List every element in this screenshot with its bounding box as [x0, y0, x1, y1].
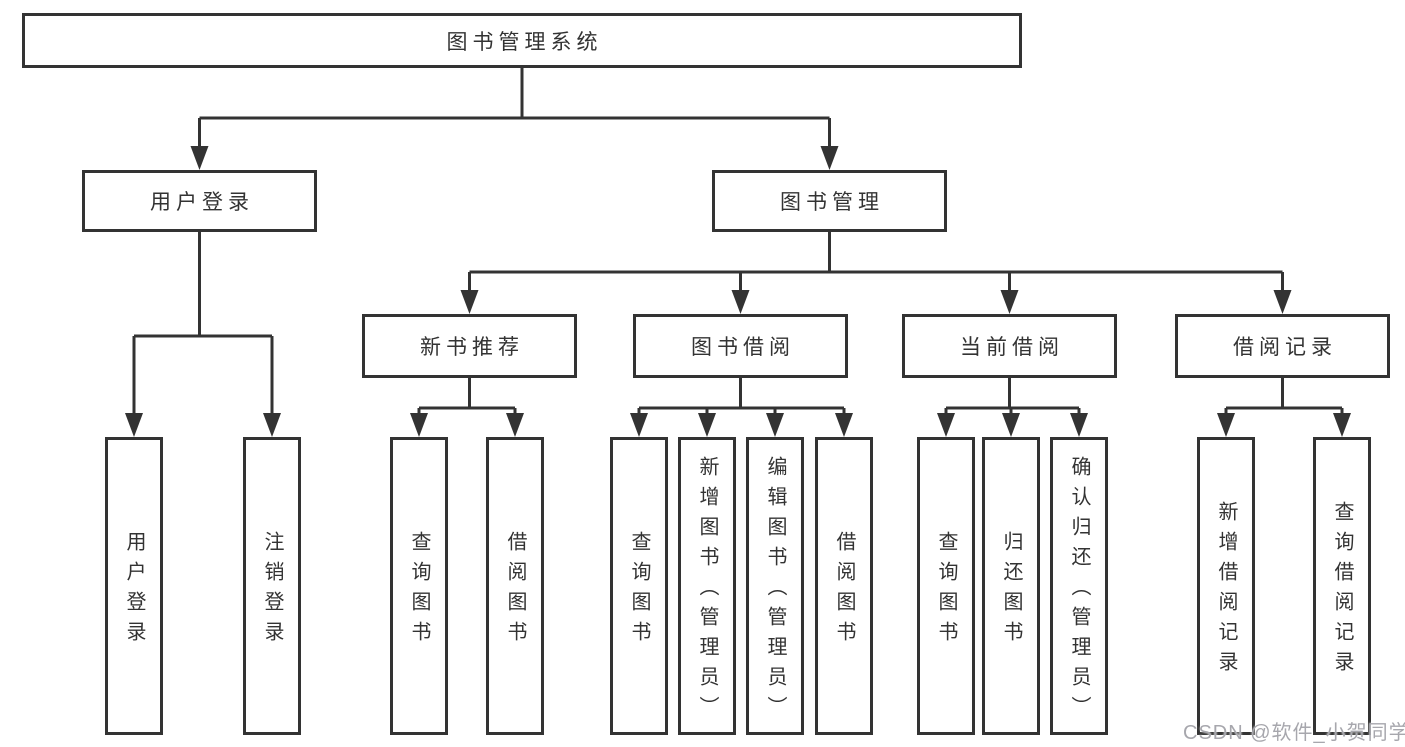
- node-label: 借阅记录: [1233, 336, 1337, 359]
- leaf-query-books-current: 查询图书: [917, 437, 975, 735]
- node-label: 图书管理: [780, 191, 884, 214]
- leaf-query-books-rec: 查询图书: [390, 437, 448, 735]
- node-label: 图书管理系统: [446, 30, 603, 54]
- leaf-logout: 注销登录: [243, 437, 301, 735]
- node-label: 查询图书: [408, 531, 430, 651]
- node-label: 用户登录: [123, 531, 145, 651]
- node-label: 新增借阅记录: [1215, 501, 1237, 681]
- leaf-borrow-books: 借阅图书: [815, 437, 873, 735]
- node-label: 编辑图书（管理员）: [764, 456, 786, 726]
- node-label: 查询借阅记录: [1331, 501, 1353, 681]
- node-label: 新增图书（管理员）: [696, 456, 718, 726]
- leaf-query-books-borrow: 查询图书: [610, 437, 668, 735]
- leaf-add-book-admin: 新增图书（管理员）: [678, 437, 736, 735]
- node-label: 当前借阅: [960, 336, 1064, 359]
- leaf-borrow-books-rec: 借阅图书: [486, 437, 544, 735]
- node-label: 借阅图书: [504, 531, 526, 651]
- leaf-confirm-return-admin: 确认归还（管理员）: [1050, 437, 1108, 735]
- leaf-query-borrow-record: 查询借阅记录: [1313, 437, 1371, 735]
- arrowhead-icons: [125, 146, 1351, 437]
- node-label: 归还图书: [1000, 531, 1022, 651]
- node-label: 图书借阅: [691, 336, 795, 359]
- leaf-add-borrow-record: 新增借阅记录: [1197, 437, 1255, 735]
- node-borrow-records: 借阅记录: [1175, 314, 1390, 378]
- watermark: CSDN @软件_小贺同学: [1183, 722, 1405, 744]
- connector-line-group: [132, 68, 1344, 419]
- leaf-edit-book-admin: 编辑图书（管理员）: [746, 437, 804, 735]
- node-root-system: 图书管理系统: [22, 13, 1022, 68]
- node-label: 借阅图书: [833, 531, 855, 651]
- node-label: 查询图书: [935, 531, 957, 651]
- node-book-mgmt: 图书管理: [712, 170, 947, 232]
- leaf-user-login: 用户登录: [105, 437, 163, 735]
- node-user-login: 用户登录: [82, 170, 317, 232]
- node-current-borrow: 当前借阅: [902, 314, 1117, 378]
- node-book-borrow: 图书借阅: [633, 314, 848, 378]
- node-new-book-rec: 新书推荐: [362, 314, 577, 378]
- leaf-return-books: 归还图书: [982, 437, 1040, 735]
- node-label: 新书推荐: [420, 336, 524, 359]
- node-label: 查询图书: [628, 531, 650, 651]
- node-label: 用户登录: [150, 191, 254, 214]
- node-label: 注销登录: [261, 531, 283, 651]
- node-label: 确认归还（管理员）: [1068, 456, 1090, 726]
